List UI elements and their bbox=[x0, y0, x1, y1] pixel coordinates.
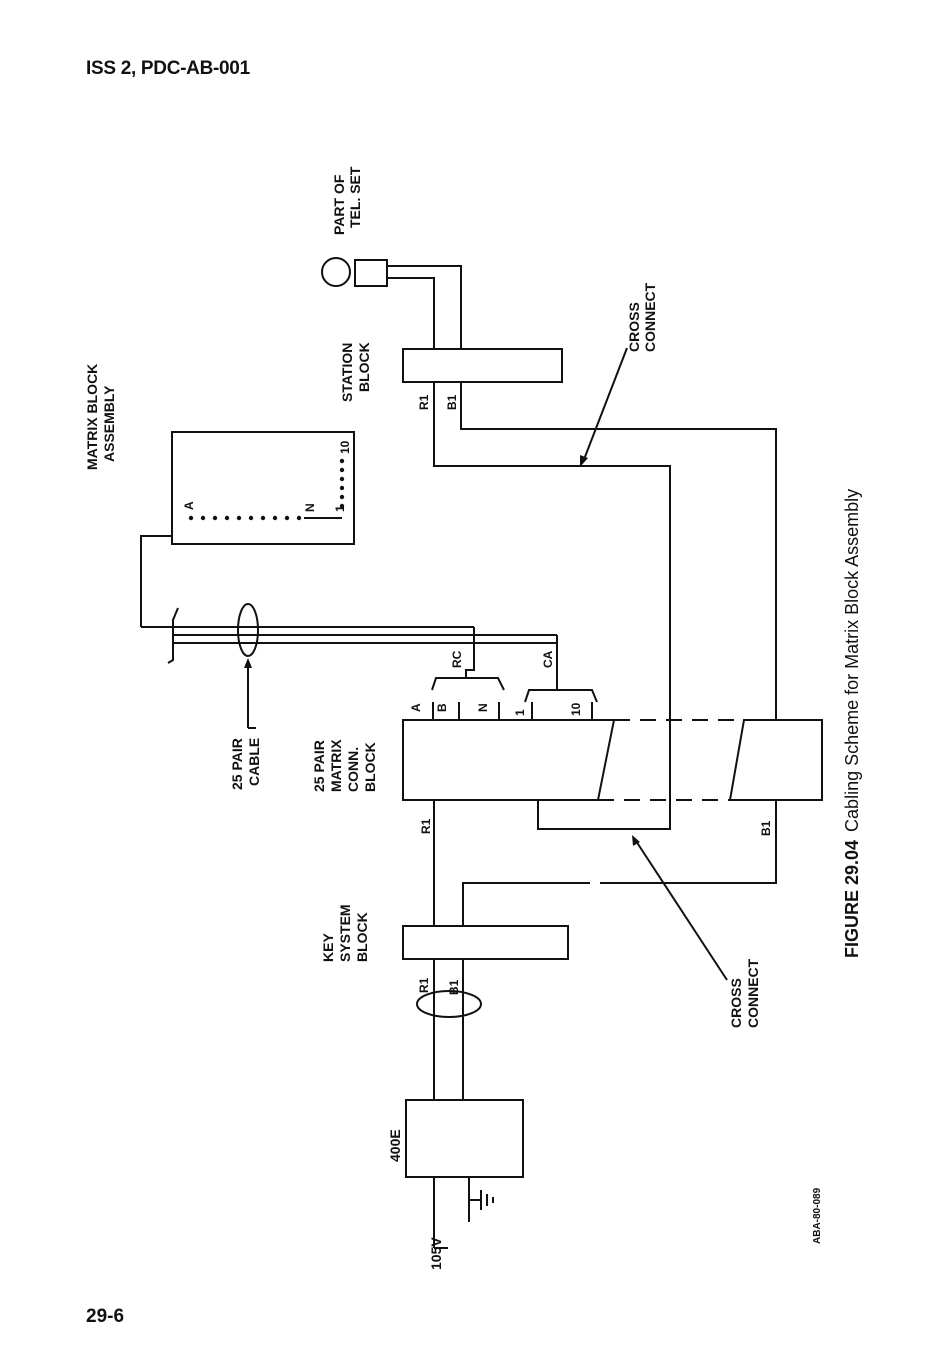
label-key-r1: R1 bbox=[417, 977, 431, 993]
label-assembly: ASSEMBLY bbox=[101, 385, 117, 462]
cross-connect-bottom-pointer bbox=[636, 841, 727, 980]
label-system: SYSTEM bbox=[337, 904, 353, 962]
matrix-conn-block-left bbox=[403, 720, 614, 800]
label-cross-top-2: CONNECT bbox=[642, 282, 658, 352]
label-tel-set: TEL. SET bbox=[347, 166, 363, 228]
key-system-block bbox=[403, 926, 568, 959]
matrix-label-n: N bbox=[303, 503, 317, 512]
label-n-pin: N bbox=[476, 703, 490, 712]
label-ca: CA bbox=[541, 650, 555, 668]
drawing-code: ABA-80-089 bbox=[812, 1187, 823, 1244]
label-1-pin: 1 bbox=[513, 709, 527, 716]
label-25-pair-cable-1: 25 PAIR bbox=[229, 738, 245, 790]
matrix-label-1: 1 bbox=[333, 505, 347, 512]
ground-icon bbox=[469, 1190, 493, 1210]
wire-b1-to-key bbox=[463, 883, 590, 926]
label-cross-top-1: CROSS bbox=[626, 302, 642, 352]
label-station-b1: B1 bbox=[445, 394, 459, 410]
page-number: 29-6 bbox=[86, 1306, 124, 1328]
matrix-label-10: 10 bbox=[338, 440, 352, 454]
cable-matrix-drop bbox=[141, 536, 172, 627]
label-matrix-conn-3: CONN. bbox=[345, 747, 361, 792]
label-400e: 400E bbox=[387, 1129, 403, 1162]
label-matrix-conn-4: BLOCK bbox=[362, 742, 378, 792]
station-block bbox=[403, 349, 562, 382]
label-block: BLOCK bbox=[354, 912, 370, 962]
label-key: KEY bbox=[320, 933, 336, 962]
label-station: STATION bbox=[339, 343, 355, 402]
figure-caption: FIGURE 29.04 Cabling Scheme for Matrix Bl… bbox=[842, 489, 862, 958]
ca-bracket bbox=[525, 690, 597, 702]
label-matrix-block: MATRIX BLOCK bbox=[84, 364, 100, 470]
matrix-label-a: A bbox=[182, 501, 196, 510]
wire-b1-station bbox=[461, 382, 776, 720]
rc-bracket bbox=[432, 678, 504, 690]
label-cross-bottom-2: CONNECT bbox=[745, 958, 761, 1028]
label-matrix-conn-2: MATRIX bbox=[328, 739, 344, 792]
label-station-r1: R1 bbox=[417, 394, 431, 410]
figure-title: Cabling Scheme for Matrix Block Assembly bbox=[842, 489, 862, 832]
label-cross-bottom-1: CROSS bbox=[728, 978, 744, 1028]
tel-set-wire-r bbox=[387, 278, 434, 349]
label-key-b1: B1 bbox=[447, 979, 461, 995]
matrix-block-assembly bbox=[172, 432, 354, 544]
tel-set-jack bbox=[355, 260, 387, 286]
label-matrix-conn-1: 25 PAIR bbox=[311, 740, 327, 792]
box-400e bbox=[406, 1100, 523, 1177]
figure-number: FIGURE 29.04 bbox=[842, 840, 862, 958]
label-conn-b1: B1 bbox=[759, 820, 773, 836]
matrix-conn-block-right bbox=[730, 720, 822, 800]
wire-b1-return bbox=[600, 800, 776, 883]
label-25-pair-cable-2: CABLE bbox=[246, 738, 262, 786]
label-station-block: BLOCK bbox=[356, 342, 372, 392]
tel-set-circle bbox=[322, 258, 350, 286]
cross-connect-top-pointer bbox=[583, 348, 627, 462]
label-rc: RC bbox=[450, 650, 464, 668]
label-105v: 105V bbox=[428, 1237, 444, 1270]
label-a-pin: A bbox=[409, 703, 423, 712]
cable-bundle-ellipse bbox=[238, 604, 258, 656]
label-conn-r1: R1 bbox=[419, 818, 433, 834]
label-b-pin: B bbox=[435, 703, 449, 712]
label-10-pin: 10 bbox=[569, 702, 583, 716]
label-part-of: PART OF bbox=[331, 174, 347, 235]
